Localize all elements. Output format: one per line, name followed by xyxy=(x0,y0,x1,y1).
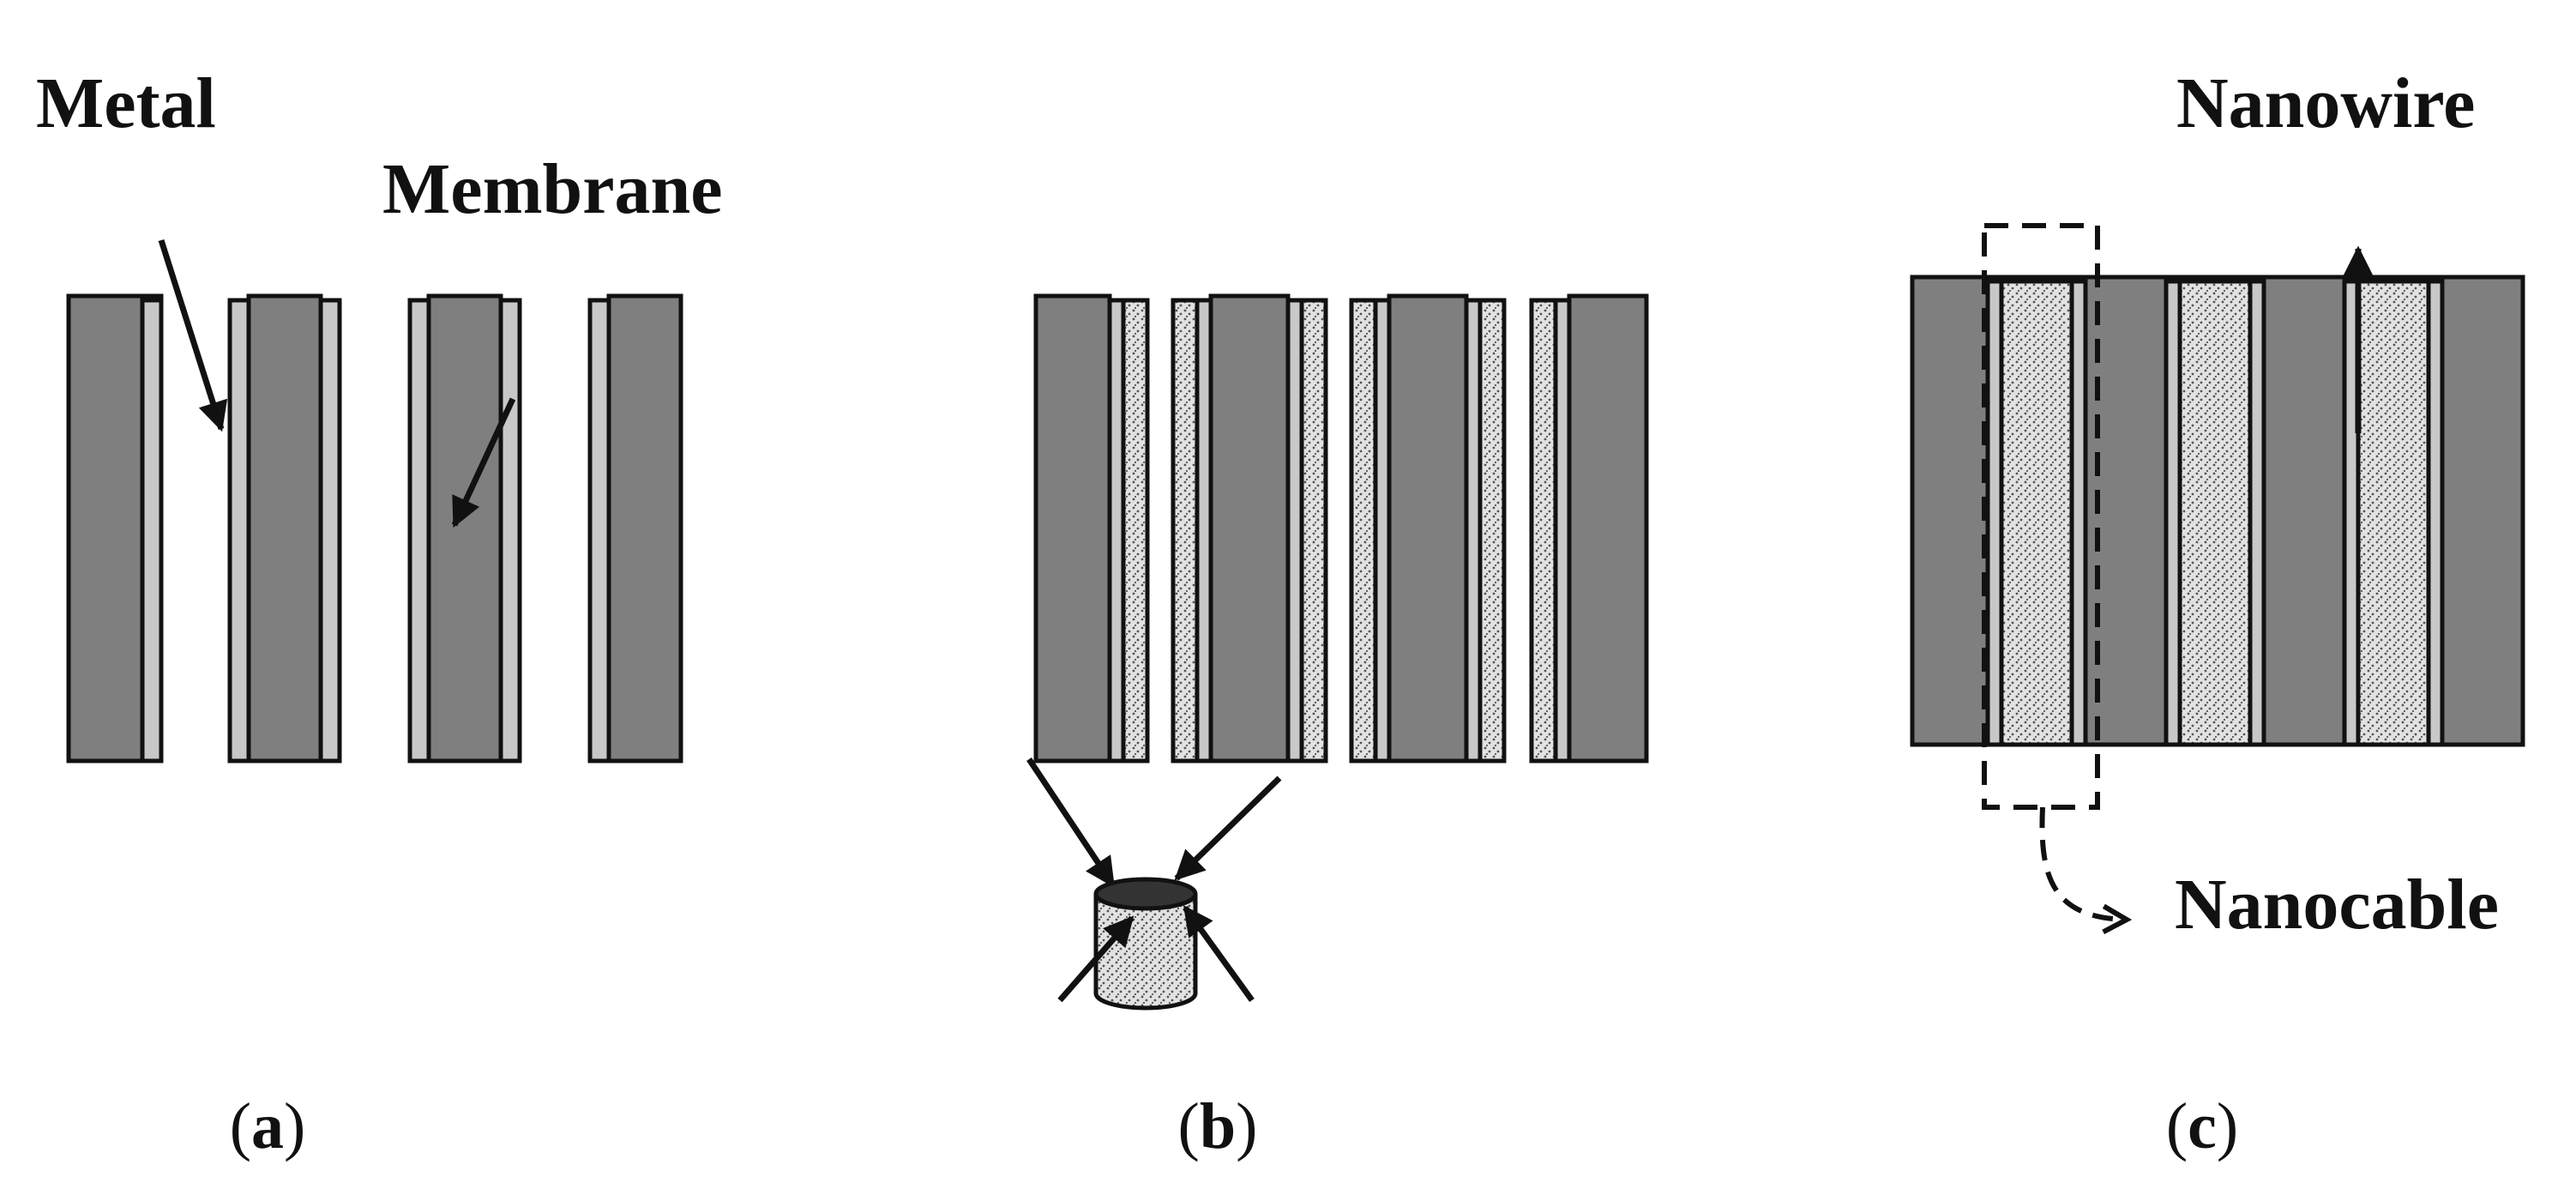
cylinder-top xyxy=(1093,877,1198,911)
inward-arrow xyxy=(1174,776,1282,881)
caption-b: (b) xyxy=(1178,1090,1258,1162)
metal-pointer-arrow xyxy=(158,238,228,432)
membrane-wall xyxy=(1387,293,1469,763)
membrane-wall xyxy=(246,293,323,763)
nanocable-array-c xyxy=(1910,275,2525,747)
nanocable-pointer-arrow xyxy=(2039,806,2127,920)
metal-layer xyxy=(2426,279,2445,747)
panel-a: Metal Membrane xyxy=(36,63,723,763)
nanocable-label: Nanocable xyxy=(2175,865,2499,945)
metal-label: Metal xyxy=(36,63,216,143)
nanowire-filling xyxy=(1529,298,1558,763)
membrane-wall xyxy=(1033,293,1112,763)
membrane-pore-walls-a xyxy=(66,293,683,763)
metal-layer xyxy=(140,298,164,763)
metal-layer xyxy=(2069,279,2088,747)
membrane-wall xyxy=(426,293,503,763)
cylinder-body xyxy=(1093,894,1198,1011)
metal-layer xyxy=(587,298,611,763)
membrane-wall xyxy=(606,293,683,763)
caption-c: (c) xyxy=(2166,1090,2238,1162)
inward-arrow xyxy=(1026,757,1116,888)
metal-layer xyxy=(2248,279,2266,747)
inward-arrow xyxy=(1057,915,1135,1003)
nanowire-core xyxy=(2177,279,2253,747)
inward-arrow xyxy=(1183,905,1255,1003)
filled-pores-b xyxy=(1033,293,1649,763)
nanowire-core xyxy=(1999,279,2074,747)
nanocable-highlight-box xyxy=(1982,223,2100,810)
nanowire-filling xyxy=(1171,298,1200,763)
caption-a: (a) xyxy=(230,1090,306,1162)
nanowire-filling xyxy=(1349,298,1378,763)
membrane-wall xyxy=(1208,293,1291,763)
membrane-pointer-arrow xyxy=(451,397,516,528)
panel-c: Nanowire Nanocable xyxy=(1910,63,2525,945)
nanowire-label: Nanowire xyxy=(2176,63,2475,143)
panel-b xyxy=(1026,293,1649,1011)
nanowire-core xyxy=(2356,279,2431,747)
nanowire-filling xyxy=(1478,298,1507,763)
nanowire-filling xyxy=(1121,298,1150,763)
membrane-wall xyxy=(1567,293,1649,763)
membrane-label: Membrane xyxy=(382,149,723,229)
nanowire-filling xyxy=(1299,298,1328,763)
